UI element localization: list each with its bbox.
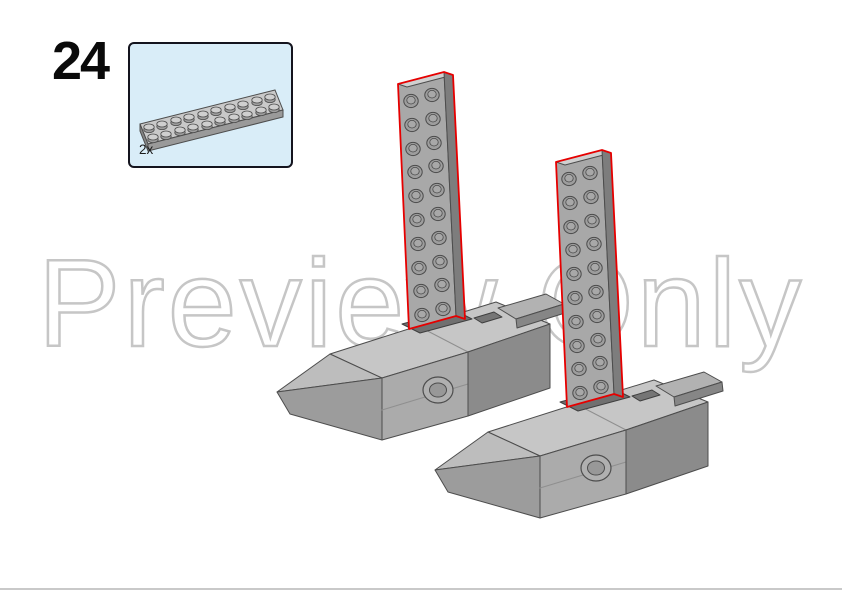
plate-end-face [139,123,149,152]
part-thumbnail-plate-2x10-icon [139,89,284,152]
callout-plate [139,89,284,152]
page-divider [0,588,842,590]
step-number: 24 [52,31,110,91]
part-quantity-label: 2x [139,142,154,157]
parts-callout-box: 2x [128,42,293,168]
